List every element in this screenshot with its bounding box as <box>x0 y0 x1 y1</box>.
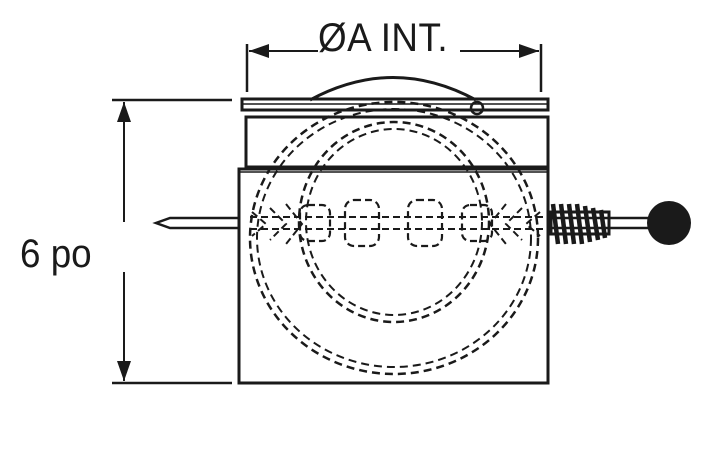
shaft-link <box>298 203 332 243</box>
right-spring-clip <box>488 203 541 245</box>
inner-sleeve <box>244 115 550 169</box>
left-spring-clip <box>251 203 304 245</box>
damper-shaft-hidden <box>250 198 545 248</box>
height-dimension-label: 6 po <box>20 232 92 276</box>
height-dimension <box>112 98 232 385</box>
shaft-link <box>343 198 381 248</box>
handle-knob <box>647 201 691 245</box>
outer-pipe <box>237 167 550 385</box>
damper-rod <box>152 216 664 230</box>
damper-plate-hidden-lines <box>248 100 540 376</box>
shaft-link <box>406 198 444 248</box>
width-dimension <box>245 44 543 92</box>
pipe-body <box>237 76 550 385</box>
handle-spring <box>549 203 611 245</box>
damper-outer-circle <box>248 100 540 376</box>
damper-inner-circle <box>297 120 491 324</box>
diameter-dimension-label: ØA INT. <box>318 16 449 60</box>
rod-pointed-end <box>152 216 239 230</box>
top-bolt <box>469 100 485 116</box>
top-dome-arc <box>309 76 477 102</box>
